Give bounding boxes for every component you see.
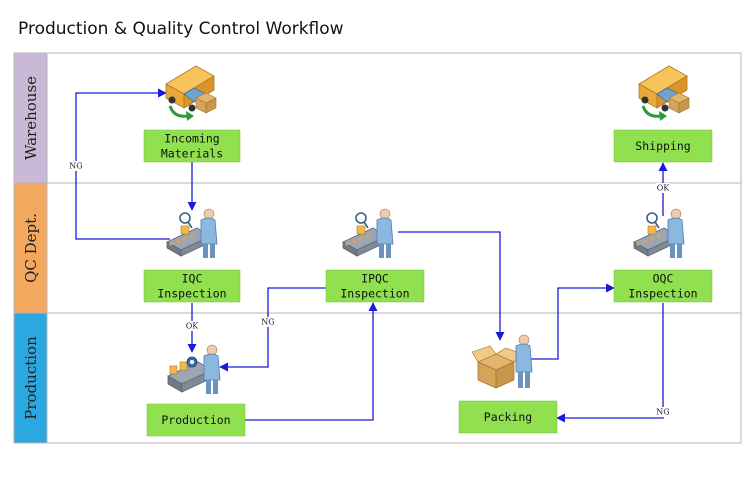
- edge-label-oqc-to-packing: NG: [656, 408, 669, 417]
- edge-label-oqc-to-shipping: OK: [657, 184, 671, 193]
- packing-worker-icon: [471, 334, 533, 389]
- edge-label-bg: [656, 407, 670, 417]
- edge-label-iqc-to-incoming: NG: [69, 162, 82, 171]
- edge-packing-to-oqc: [530, 283, 615, 360]
- node-shipping: [613, 129, 713, 163]
- assembly-worker-icon: [167, 344, 221, 394]
- node-packing: [458, 400, 558, 434]
- node-label-incoming: Incoming: [164, 132, 219, 146]
- lane-header-warehouse: [13, 52, 48, 184]
- truck-icon: [638, 65, 690, 121]
- node-label-packing: Packing: [484, 410, 532, 424]
- edge-label-ipqc-to-production: NG: [261, 318, 274, 327]
- edge-label-bg: [261, 317, 275, 327]
- inspector-icon: [166, 208, 218, 258]
- edge-label-iqc-to-production: OK: [186, 322, 200, 331]
- edge-label-bg: [656, 183, 670, 193]
- node-label-iqc: Inspection: [157, 287, 226, 301]
- edge-label-bg: [69, 161, 83, 171]
- node-label-incoming: Materials: [161, 147, 223, 161]
- node-oqc: [613, 269, 713, 303]
- node-label-shipping: Shipping: [635, 139, 690, 153]
- node-label-iqc: IQC: [182, 272, 203, 286]
- lane-label-production: Production: [22, 336, 40, 420]
- node-label-ipqc: Inspection: [340, 287, 409, 301]
- node-ipqc: [325, 269, 425, 303]
- node-label-production: Production: [161, 413, 230, 427]
- node-production: [146, 403, 246, 437]
- node-label-ipqc: IPQC: [361, 272, 389, 286]
- inspector-icon: [633, 208, 685, 258]
- truck-icon: [165, 65, 217, 121]
- node-iqc: [143, 269, 241, 303]
- node-incoming: [143, 129, 241, 163]
- lane-header-production: [13, 312, 48, 444]
- inspector-icon: [342, 208, 394, 258]
- lane-label-warehouse: Warehouse: [22, 76, 40, 160]
- node-label-oqc: OQC: [653, 272, 674, 286]
- lane-label-qc: QC Dept.: [22, 213, 40, 283]
- pool-frame: [13, 52, 742, 444]
- node-label-oqc: Inspection: [628, 287, 697, 301]
- edge-ipqc-to-packing: [398, 231, 505, 341]
- edge-production-to-ipqc: [245, 302, 378, 421]
- diagram-title: Production & Quality Control Workflow: [18, 19, 344, 39]
- edge-label-bg: [185, 321, 199, 331]
- edge-oqc-to-packing: [556, 303, 664, 423]
- edge-ipqc-to-production: [219, 287, 326, 372]
